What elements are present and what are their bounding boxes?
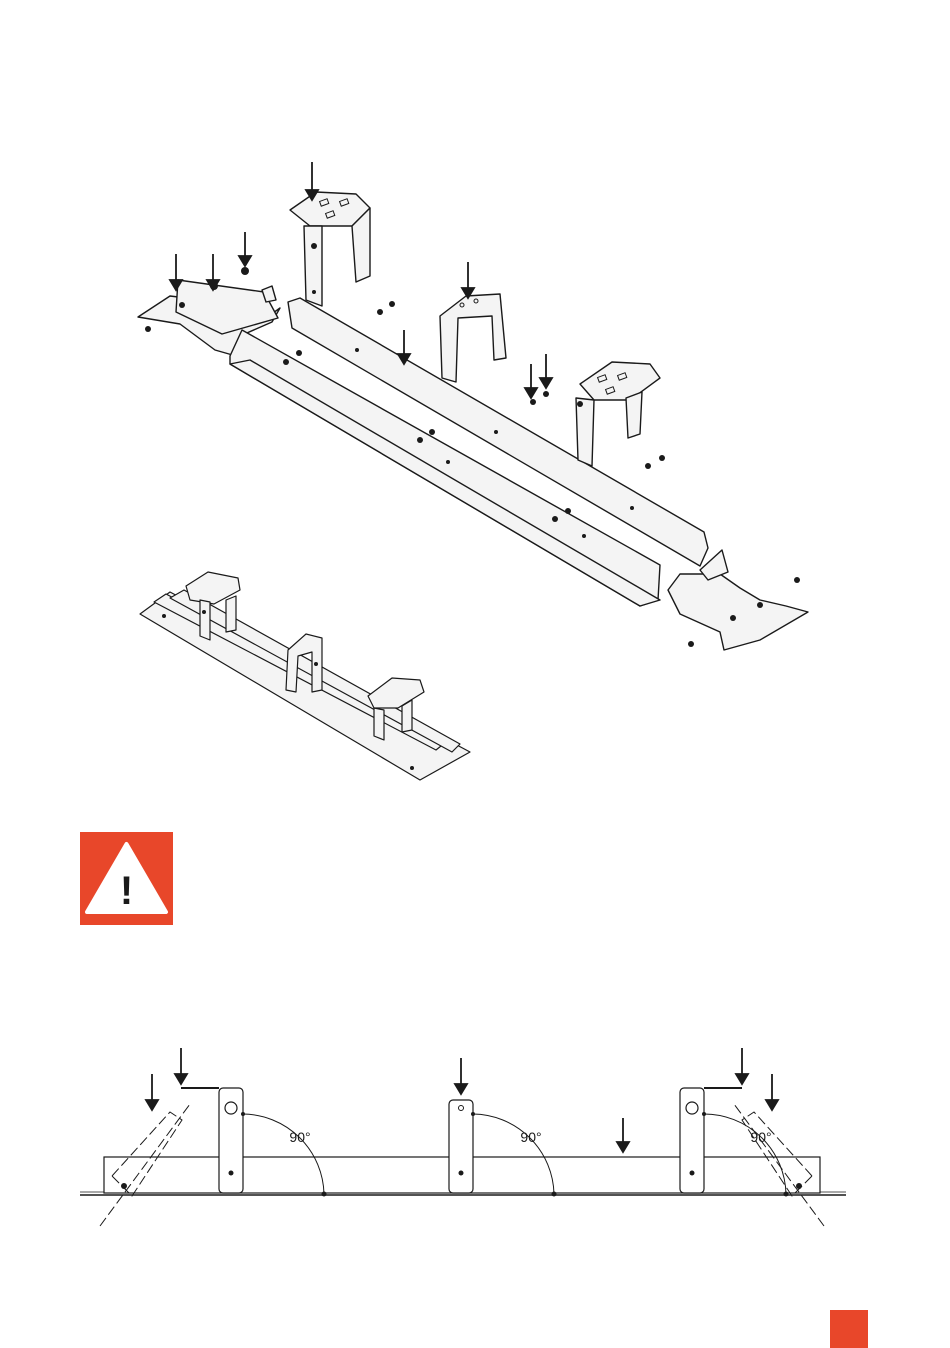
warning-glyph: ! [120,869,133,913]
angle-label-middle: 90° [520,1129,541,1145]
side-bracket-left [219,1088,243,1193]
angle-label-right: 90° [750,1129,771,1145]
right-end-bracket [668,574,808,650]
exploded-assembly-diagram [0,0,950,800]
u-bracket-top-right-plate [580,362,660,400]
side-bracket-right [680,1088,704,1193]
page-marker [830,1310,868,1348]
angle-label-left: 90° [289,1129,310,1145]
side-bracket-middle [449,1100,473,1193]
assembled-preview [140,572,470,780]
u-bracket-middle [440,294,506,382]
side-rail [104,1157,820,1193]
warning-icon: ! [80,832,173,925]
